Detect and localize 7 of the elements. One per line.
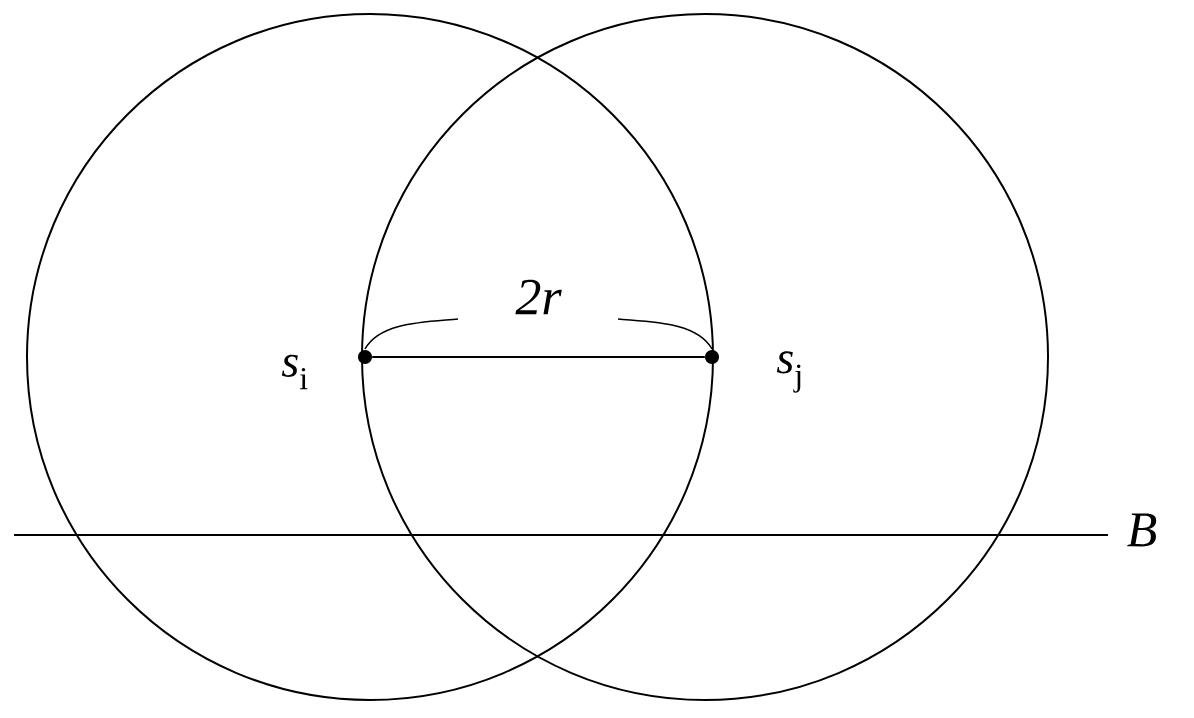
point-dot: [705, 350, 719, 364]
point-label: s$_{i}$: [281, 354, 308, 390]
line-label: B: [1127, 513, 1157, 547]
point-label: s$_{j}$: [776, 351, 801, 393]
line-segment: [371, 356, 706, 358]
edge-label: 2r: [515, 279, 562, 315]
point-dot: [358, 350, 372, 364]
